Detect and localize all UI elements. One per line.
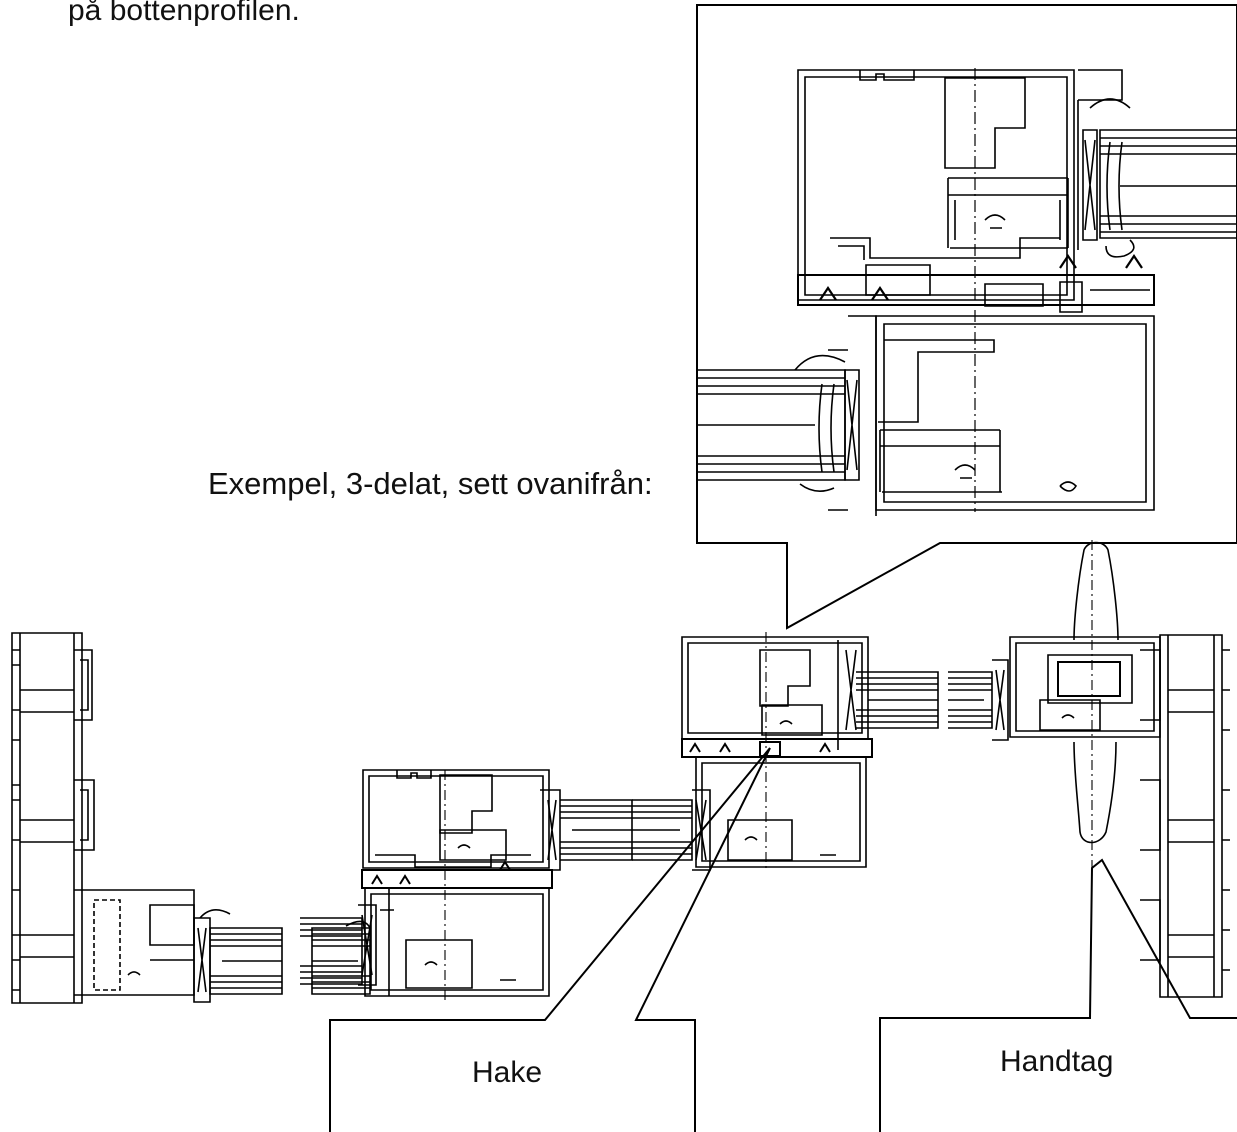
intro-text-fragment: på bottenprofilen. — [68, 0, 300, 27]
right-frame-profile — [1140, 635, 1230, 997]
handle-shaft-top — [1074, 543, 1118, 641]
middle-sash-pair-1 — [300, 770, 632, 996]
callout-handtag-box — [880, 860, 1237, 1132]
callout-hake-box — [330, 748, 770, 1132]
left-sash-glazing — [194, 910, 370, 1002]
handle-grip-bottom — [1074, 742, 1116, 843]
middle-sash-pair-2 — [445, 632, 938, 1000]
callout-label-handtag: Handtag — [1000, 1045, 1114, 1078]
callout-label-hake: Hake — [472, 1056, 543, 1089]
example-caption: Exempel, 3-delat, sett ovanifrån: — [208, 466, 653, 501]
detail-lower-sash — [697, 256, 1154, 516]
left-frame-profile — [12, 633, 194, 1003]
detail-upper-sash — [798, 70, 1237, 300]
detail-callout-box — [697, 5, 1237, 628]
right-sash-handle — [948, 540, 1160, 880]
